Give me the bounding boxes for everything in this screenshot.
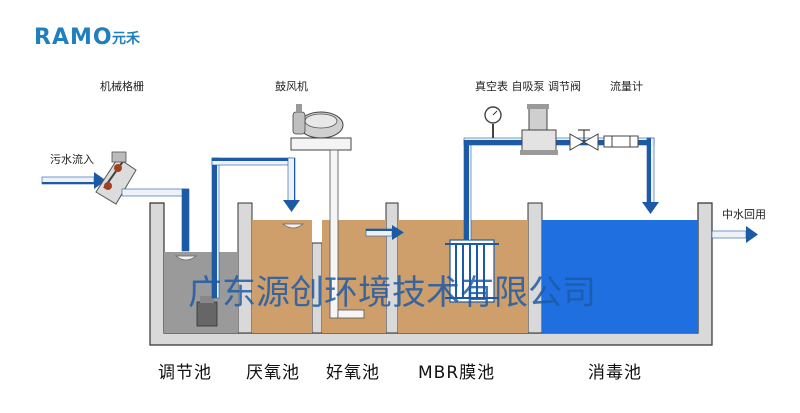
self-priming-pump-icon (520, 104, 558, 155)
disinfection-tank-water (542, 220, 698, 333)
blower-label: 鼓风机 (275, 79, 308, 93)
overflow-arrow (365, 225, 404, 240)
inflow-arrow (41, 172, 106, 189)
logo-brand: RAMO (34, 25, 113, 50)
diffuser-icon (174, 255, 198, 261)
diffuser-icon (281, 223, 305, 229)
blower-icon (290, 104, 352, 151)
screen-outlet-pipe (121, 188, 190, 252)
tank-label-mbr: MBR膜池 (418, 363, 495, 383)
company-logo: RAMO 元禾 (34, 25, 140, 50)
tank-label-anaerobic: 厌氧池 (246, 363, 300, 383)
permeate-pipe (463, 137, 659, 241)
submersible-pump-icon (196, 296, 218, 327)
reuse-label: 中水回用 (722, 208, 766, 221)
regulating-valve-icon (569, 129, 599, 151)
anaerobic-tank-water (252, 220, 312, 333)
logo-name-cn: 元禾 (112, 31, 140, 47)
flowmeter-icon (603, 135, 639, 148)
vacuum-gauge-icon (484, 106, 502, 138)
transfer-pipe (211, 157, 300, 299)
tank-label-disinfection: 消毒池 (588, 363, 642, 383)
tank-labels: 调节池 厌氧池 好氧池 MBR膜池 消毒池 (158, 363, 642, 383)
mechanical-screen-icon (95, 151, 137, 205)
mbr-membrane-module (445, 239, 499, 303)
tank-label-regulating: 调节池 (158, 363, 212, 383)
company-watermark: 广东源创环境技术有限公司 (188, 273, 596, 313)
tank-label-aerobic: 好氧池 (326, 363, 380, 383)
air-pipe (329, 149, 365, 319)
flowmeter-label: 流量计 (610, 79, 643, 93)
inflow-label: 污水流入 (50, 152, 94, 166)
valves-label: 真空表 自吸泵 调节阀 (475, 79, 581, 93)
screen-label: 机械格栅 (100, 79, 144, 93)
reuse-arrow (711, 226, 758, 243)
